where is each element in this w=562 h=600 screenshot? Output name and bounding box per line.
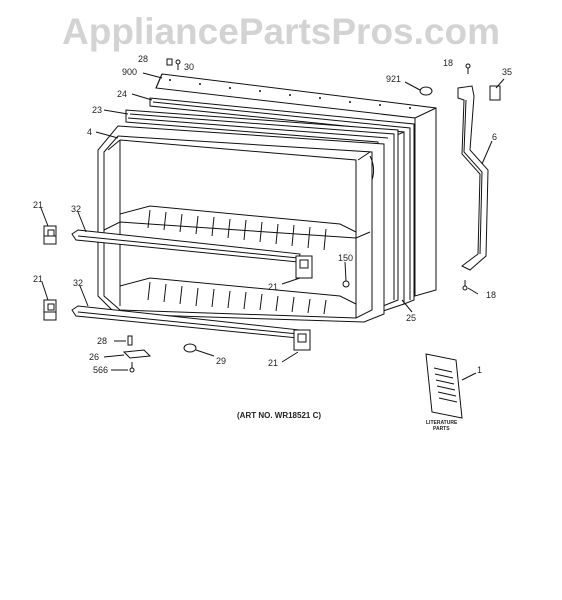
callout-25: 25 xyxy=(406,313,416,323)
callout-21-upper-right: 21 xyxy=(268,282,278,292)
plug xyxy=(419,86,433,96)
callout-21-upper-left: 21 xyxy=(33,200,43,210)
callout-150: 150 xyxy=(338,253,353,263)
callout-28-bottom: 28 xyxy=(97,336,107,346)
callout-30: 30 xyxy=(184,62,194,72)
literature-caption-line2: PARTS xyxy=(433,426,450,432)
callout-numbers: 28 30 900 24 23 4 921 18 35 6 21 32 21 3… xyxy=(33,54,512,375)
callout-26: 26 xyxy=(89,352,99,362)
callout-21-lower-right: 21 xyxy=(268,358,278,368)
screws xyxy=(127,58,471,373)
right-lower-end-cap xyxy=(293,329,311,351)
callout-28-top: 28 xyxy=(138,54,148,64)
leader-lines xyxy=(40,72,505,381)
callout-24: 24 xyxy=(117,89,127,99)
bushing xyxy=(183,343,197,353)
left-lower-end-cap xyxy=(43,299,57,321)
callout-921: 921 xyxy=(386,74,401,84)
callout-18-bottom: 18 xyxy=(486,290,496,300)
callout-29: 29 xyxy=(216,356,226,366)
upper-shelf-ribs xyxy=(119,205,357,251)
door-handle xyxy=(457,85,489,271)
door-outer-panel xyxy=(155,73,437,297)
literature-booklet: LITERATURE PARTS xyxy=(425,353,463,432)
art-number: (ART NO. WR18521 C) xyxy=(237,411,321,420)
handle-end-cap xyxy=(489,85,501,101)
right-upper-end-cap xyxy=(295,255,313,279)
callout-23: 23 xyxy=(92,105,102,115)
watermark: AppliancePartsPros.com xyxy=(62,11,500,52)
left-upper-end-cap xyxy=(43,225,57,245)
callout-32-upper: 32 xyxy=(71,204,81,214)
callout-900: 900 xyxy=(122,67,137,77)
callout-6: 6 xyxy=(492,132,497,142)
callout-35: 35 xyxy=(502,67,512,77)
callout-18-top: 18 xyxy=(443,58,453,68)
lower-shelf-ribs xyxy=(119,277,357,315)
callout-1: 1 xyxy=(477,365,482,375)
callout-566: 566 xyxy=(93,365,108,375)
hinge-plate xyxy=(122,349,152,359)
callout-4: 4 xyxy=(87,127,92,137)
callout-21-lower-left: 21 xyxy=(33,274,43,284)
literature-caption-line1: LITERATURE xyxy=(426,420,458,426)
callout-32-lower: 32 xyxy=(73,278,83,288)
